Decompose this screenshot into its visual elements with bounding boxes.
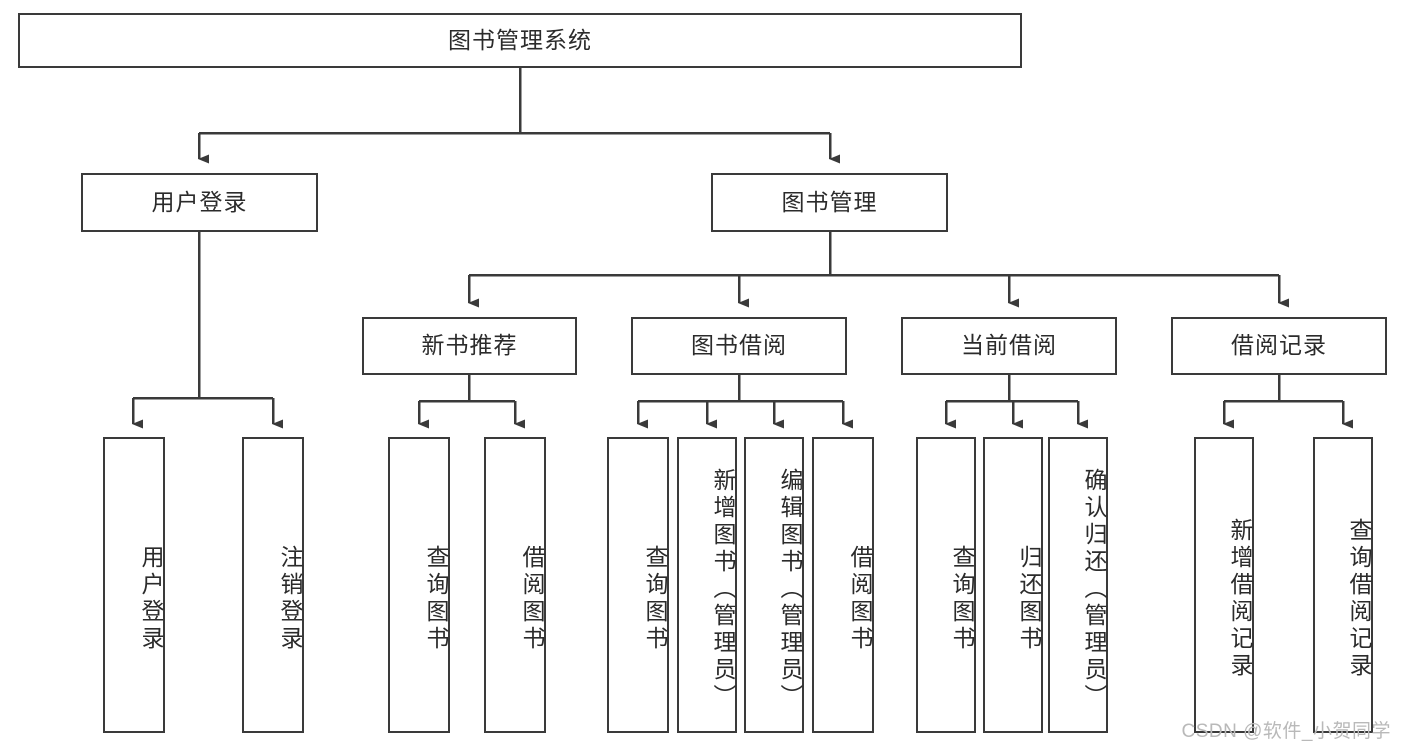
node-leaf-query-book-2[interactable]: 查询图书 (607, 437, 669, 733)
node-new-book-recommend-label: 新书推荐 (421, 332, 518, 359)
node-leaf-logout-label: 注销登录 (277, 545, 303, 653)
node-leaf-borrow-book-2[interactable]: 借阅图书 (812, 437, 874, 733)
node-leaf-add-record-label: 新增借阅记录 (1227, 518, 1253, 680)
node-leaf-query-record[interactable]: 查询借阅记录 (1313, 437, 1373, 733)
node-borrow-record[interactable]: 借阅记录 (1171, 317, 1387, 375)
node-leaf-query-book-3-label: 查询图书 (949, 545, 975, 653)
node-leaf-edit-book-label: 编辑图书（管理员） (777, 467, 803, 711)
node-leaf-borrow-book-1[interactable]: 借阅图书 (484, 437, 546, 733)
node-book-borrow[interactable]: 图书借阅 (631, 317, 847, 375)
node-leaf-add-book[interactable]: 新增图书（管理员） (677, 437, 737, 733)
node-leaf-borrow-book-2-label: 借阅图书 (847, 545, 873, 653)
node-leaf-query-book-1[interactable]: 查询图书 (388, 437, 450, 733)
node-user-login[interactable]: 用户登录 (81, 173, 318, 232)
node-leaf-query-record-label: 查询借阅记录 (1346, 518, 1372, 680)
node-leaf-return-book[interactable]: 归还图书 (983, 437, 1043, 733)
node-current-borrow-label: 当前借阅 (961, 332, 1057, 359)
node-root-label: 图书管理系统 (448, 26, 592, 53)
node-new-book-recommend[interactable]: 新书推荐 (362, 317, 577, 375)
node-borrow-record-label: 借阅记录 (1231, 332, 1327, 359)
node-book-manage[interactable]: 图书管理 (711, 173, 948, 232)
node-current-borrow[interactable]: 当前借阅 (901, 317, 1117, 375)
node-leaf-logout[interactable]: 注销登录 (242, 437, 304, 733)
node-book-borrow-label: 图书借阅 (691, 332, 787, 359)
node-leaf-add-book-label: 新增图书（管理员） (710, 467, 736, 711)
node-leaf-borrow-book-1-label: 借阅图书 (519, 545, 545, 653)
node-leaf-return-book-label: 归还图书 (1016, 545, 1042, 653)
node-leaf-confirm-return-label: 确认归还（管理员） (1081, 467, 1107, 711)
node-leaf-confirm-return[interactable]: 确认归还（管理员） (1048, 437, 1108, 733)
node-user-login-label: 用户登录 (151, 188, 248, 215)
node-leaf-user-login-label: 用户登录 (138, 545, 164, 653)
node-root[interactable]: 图书管理系统 (18, 13, 1022, 68)
node-leaf-user-login[interactable]: 用户登录 (103, 437, 165, 733)
node-leaf-query-book-1-label: 查询图书 (423, 545, 449, 653)
node-leaf-query-book-3[interactable]: 查询图书 (916, 437, 976, 733)
node-leaf-query-book-2-label: 查询图书 (642, 545, 668, 653)
node-leaf-add-record[interactable]: 新增借阅记录 (1194, 437, 1254, 733)
node-book-manage-label: 图书管理 (781, 188, 878, 215)
node-leaf-edit-book[interactable]: 编辑图书（管理员） (744, 437, 804, 733)
